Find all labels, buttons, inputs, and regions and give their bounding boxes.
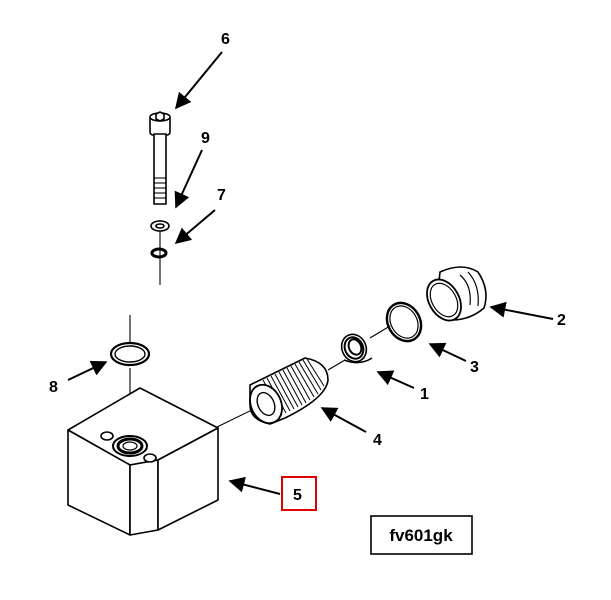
small-oring-part	[150, 247, 168, 259]
arrow-3	[428, 342, 467, 362]
arrow-8	[67, 360, 108, 381]
highlight-box	[281, 476, 317, 511]
callout-2: 2	[557, 312, 566, 329]
callout-6: 6	[221, 31, 230, 48]
arrow-4	[320, 407, 367, 433]
housing-block-part	[67, 387, 219, 536]
cap-part	[426, 266, 487, 322]
callout-arrows	[67, 51, 554, 495]
arrow-7	[174, 209, 216, 245]
callout-9: 9	[201, 130, 210, 147]
figure-code-box: fv601gk	[370, 515, 473, 555]
callout-labels: 6 9 7 2 3 1 4 8 5	[49, 31, 566, 511]
spring-retainer-part	[340, 333, 373, 364]
arrow-2	[489, 301, 554, 320]
arrow-5	[228, 476, 281, 495]
callout-1: 1	[420, 386, 429, 403]
arrow-6	[174, 51, 223, 110]
callout-4: 4	[373, 432, 382, 449]
oring-part-3	[385, 301, 423, 343]
arrow-1	[376, 370, 415, 389]
washer-part	[150, 220, 170, 232]
callout-3: 3	[470, 359, 479, 376]
filter-element-part	[249, 357, 329, 425]
callout-8: 8	[49, 379, 58, 396]
bolt-part	[149, 111, 171, 205]
figure-code: fv601gk	[389, 526, 453, 545]
oring-part-8	[109, 341, 151, 367]
arrow-9	[174, 149, 203, 209]
callout-5: 5	[293, 487, 302, 504]
callout-7: 7	[217, 187, 226, 204]
